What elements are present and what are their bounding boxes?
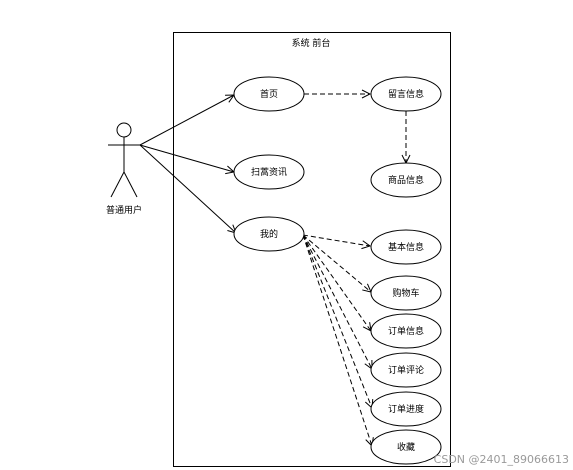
watermark: CSDN @2401_89066613 — [434, 453, 569, 466]
system-title: 系统 前台 — [292, 37, 331, 49]
usecase-message-label: 留言信息 — [388, 88, 424, 100]
usecase-order — [370, 313, 442, 349]
dependency-mine-progress — [302, 234, 372, 408]
usecase-basic-label: 基本信息 — [388, 241, 424, 253]
dependency-mine-cart — [302, 234, 371, 292]
actor-head — [116, 122, 132, 138]
usecase-home-label: 首页 — [260, 88, 278, 100]
dependency-mine-favorite — [302, 234, 372, 446]
dependency-mine-order — [302, 234, 371, 331]
association-scan — [139, 144, 234, 172]
usecase-order-label: 订单信息 — [388, 325, 424, 337]
usecase-mine-label: 我的 — [260, 228, 278, 240]
association-home — [139, 95, 234, 146]
usecase-mine — [233, 216, 305, 252]
usecase-goods — [370, 162, 442, 198]
usecase-review — [370, 352, 442, 388]
usecase-home — [233, 76, 305, 112]
usecase-cart — [370, 275, 442, 311]
usecase-favorite-label: 收藏 — [397, 441, 415, 453]
system-boundary — [173, 32, 451, 467]
usecase-cart-label: 购物车 — [392, 287, 419, 299]
usecase-progress-label: 订单进度 — [388, 403, 424, 415]
actor-left-leg — [110, 171, 125, 198]
dependency-mine-review — [302, 234, 372, 369]
usecase-basic — [370, 229, 442, 265]
usecase-message — [370, 76, 442, 112]
usecase-scan — [233, 154, 305, 190]
usecase-scan-label: 扫蒿资讯 — [251, 166, 287, 178]
usecase-favorite — [370, 429, 442, 465]
usecase-progress — [370, 391, 442, 427]
association-mine — [139, 144, 236, 233]
actor-user — [108, 122, 140, 198]
actor-right-leg — [123, 171, 138, 198]
actor-label: 普通用户 — [106, 204, 142, 216]
usecase-goods-label: 商品信息 — [388, 174, 424, 186]
usecase-review-label: 订单评论 — [388, 364, 424, 376]
dependency-mine-basic — [302, 234, 370, 246]
